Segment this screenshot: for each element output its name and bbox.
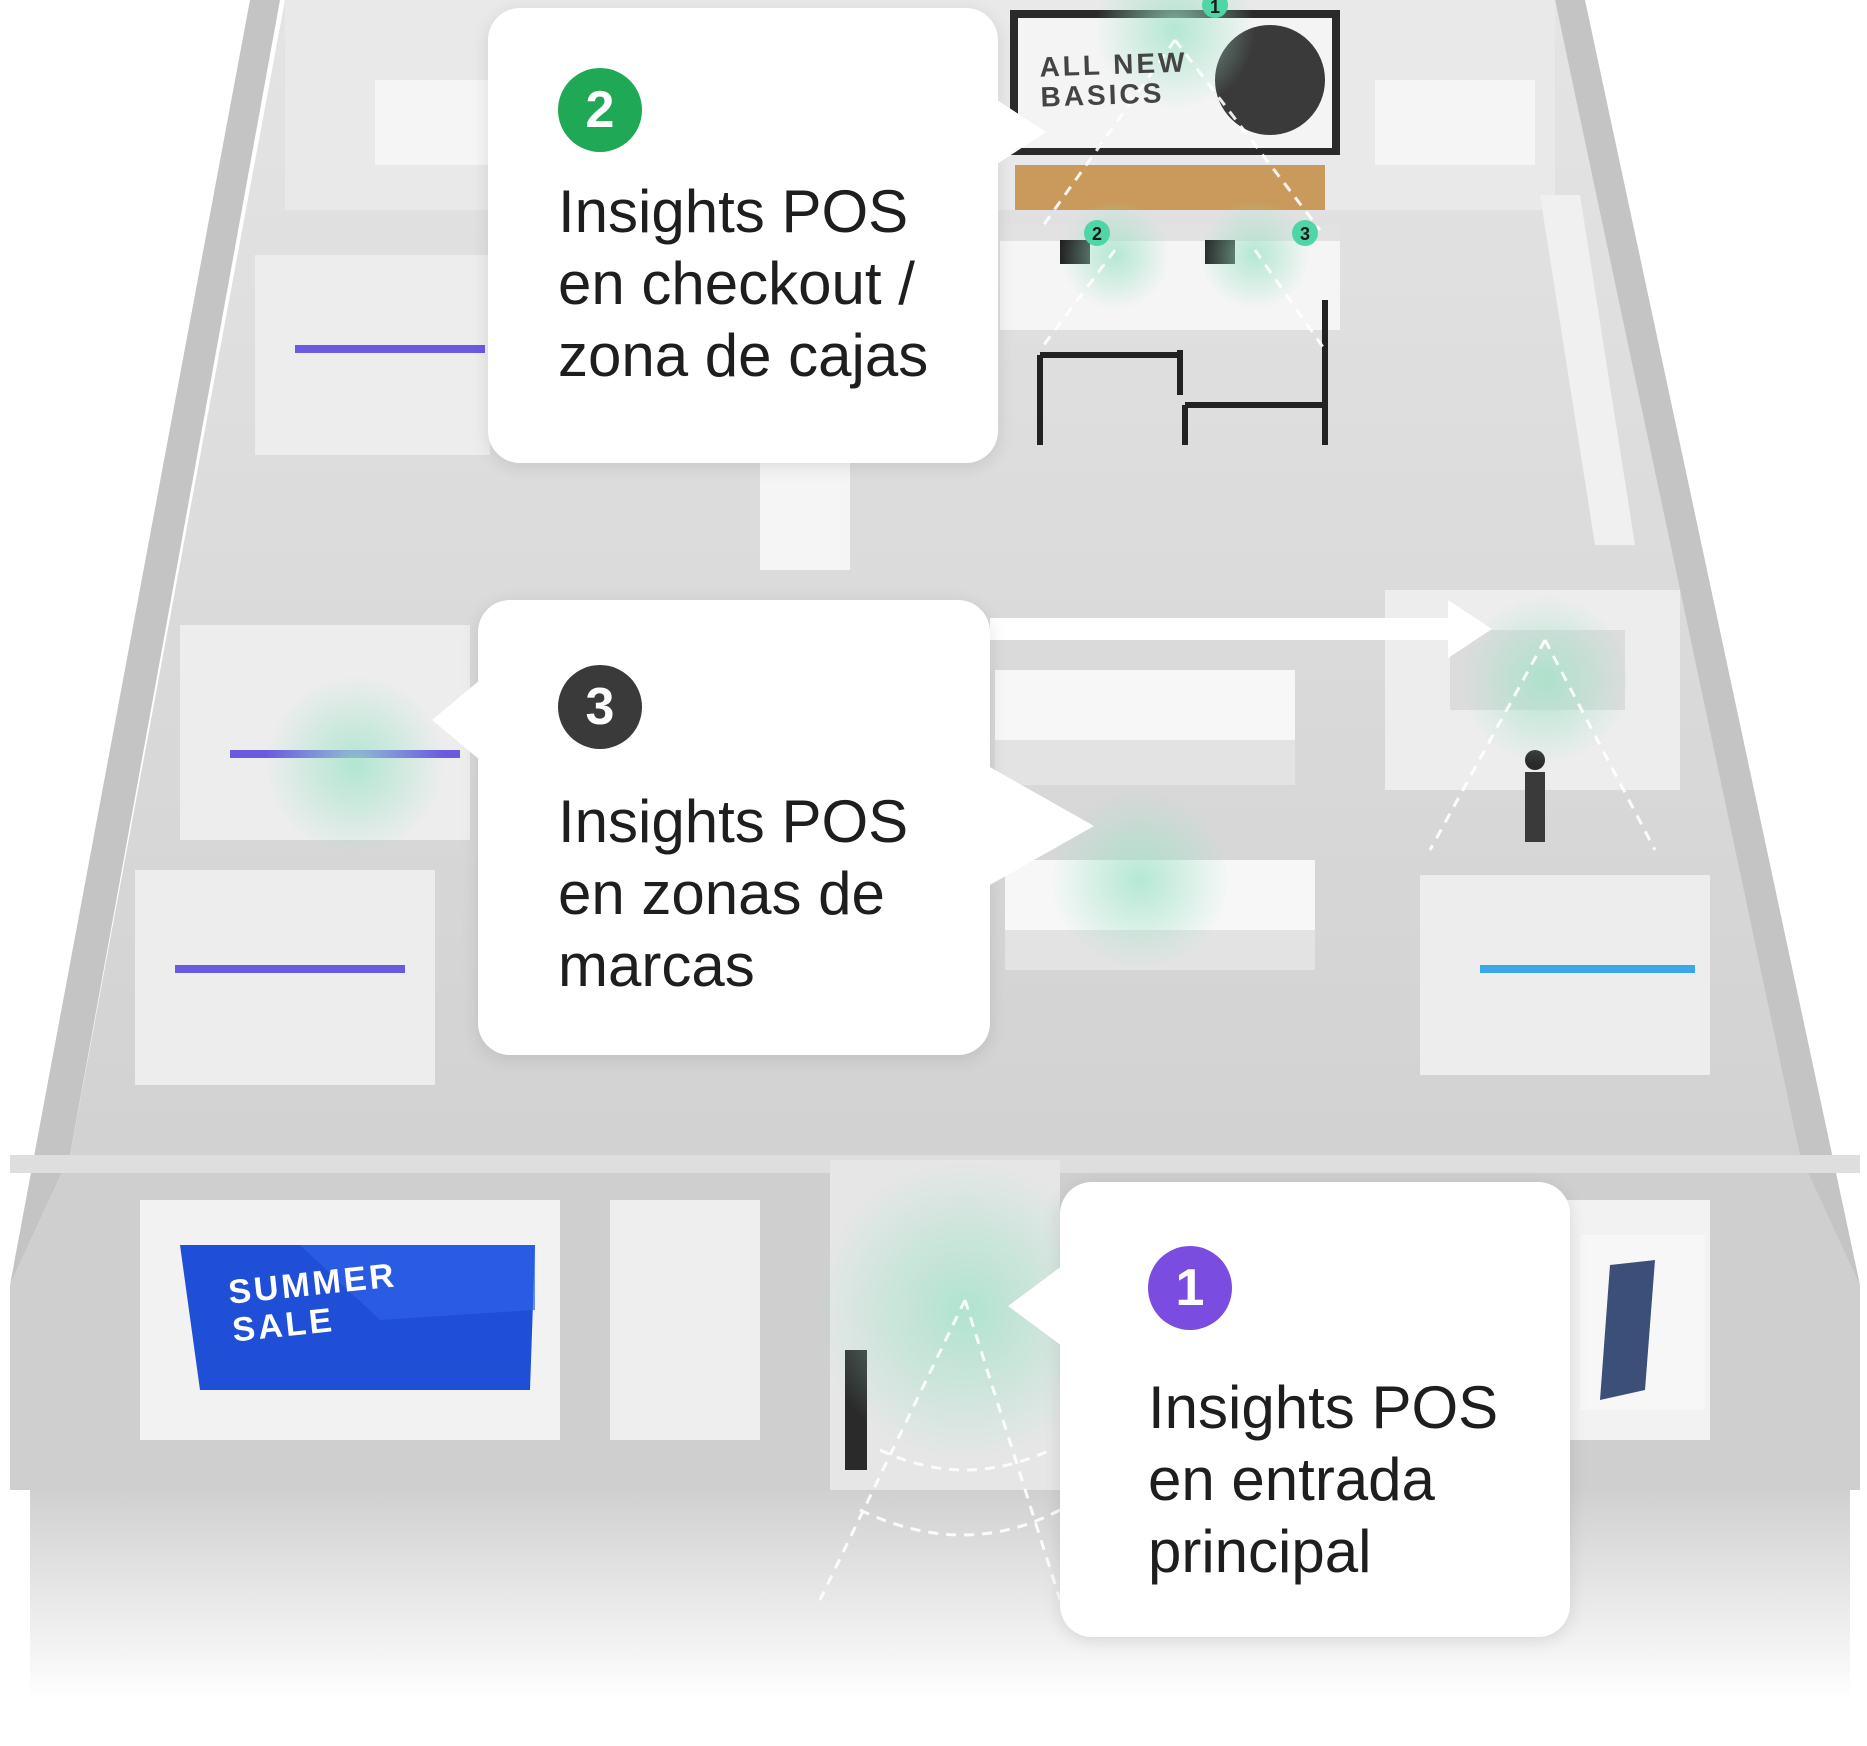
- marker-1-circle: [1202, 0, 1228, 18]
- brand-zones-number-badge: 3: [558, 665, 642, 749]
- marker-2-circle: [1084, 220, 1110, 246]
- callout-checkout: 2 Insights POS en checkout / zona de caj…: [488, 8, 1046, 463]
- callout-brand-zones-pointer-right: [988, 766, 1094, 886]
- detection-cones: [818, 39, 1657, 1601]
- summer-sale-banner-fold: [300, 1245, 535, 1320]
- shelf-left-lower-stripe: [175, 965, 405, 973]
- main-entrance-callout-text: Insights POS en entrada principal: [1148, 1374, 1499, 1585]
- outer-wall-left: [10, 0, 280, 1285]
- shelf-left-upper-stripe: [295, 345, 485, 353]
- shopper-body: [1525, 772, 1545, 842]
- marker-1-label: 1: [1210, 0, 1220, 17]
- arrow-shaft: [990, 618, 1450, 640]
- shelf-right-lower: [1420, 875, 1710, 1075]
- callout-checkout-pointer: [994, 98, 1046, 166]
- shelf-left-upper: [255, 255, 490, 455]
- marker-3-circle: [1292, 220, 1318, 246]
- arrow-head-icon: [1448, 600, 1492, 658]
- center-fixture: [760, 460, 850, 570]
- sensor-glow-entrance: [815, 1160, 1115, 1460]
- floor-reflection: [30, 1490, 1850, 1700]
- checkout-shelf: [1015, 165, 1325, 210]
- window-middle: [610, 1200, 760, 1440]
- shelf-back-right: [1375, 80, 1535, 165]
- sensor-glow-back: [1095, 0, 1255, 110]
- all-new-basics-sign: ALL NEW BASICS: [1038, 46, 1188, 113]
- sensor-glow-brand-right: [1460, 595, 1630, 765]
- sensor-glow-brand-left: [265, 675, 445, 855]
- shelf-right-lower-stripe: [1480, 965, 1695, 973]
- shelf-right-wall: [1540, 195, 1635, 545]
- outer-wall-right: [1555, 0, 1860, 1285]
- checkout-number-badge: 2: [558, 68, 642, 152]
- main-entrance-number-badge: 1: [1148, 1246, 1232, 1330]
- shelf-back-left: [375, 80, 490, 165]
- callout-brand-zones: 3 Insights POS en zonas de marcas: [432, 600, 1094, 1055]
- checkout-callout-text: Insights POS en checkout / zona de cajas: [558, 178, 929, 389]
- callout-main-entrance-pointer: [1008, 1266, 1062, 1346]
- marker-2-label: 2: [1092, 224, 1102, 244]
- queue-barrier: [1037, 300, 1328, 445]
- jeans-graphic: [1600, 1260, 1655, 1400]
- sensor-glow-brand-center: [1050, 790, 1230, 970]
- callout-main-entrance: 1 Insights POS en entrada principal: [1008, 1182, 1570, 1637]
- callout-brand-zones-pointer-left: [432, 680, 480, 760]
- sensor-glow-checkout-right: [1200, 200, 1310, 310]
- marker-3-label: 3: [1300, 224, 1310, 244]
- brand-zones-callout-text: Insights POS en zonas de marcas: [558, 788, 909, 999]
- shelf-left-lower: [135, 870, 435, 1085]
- sensor-glow-checkout-left: [1060, 200, 1170, 310]
